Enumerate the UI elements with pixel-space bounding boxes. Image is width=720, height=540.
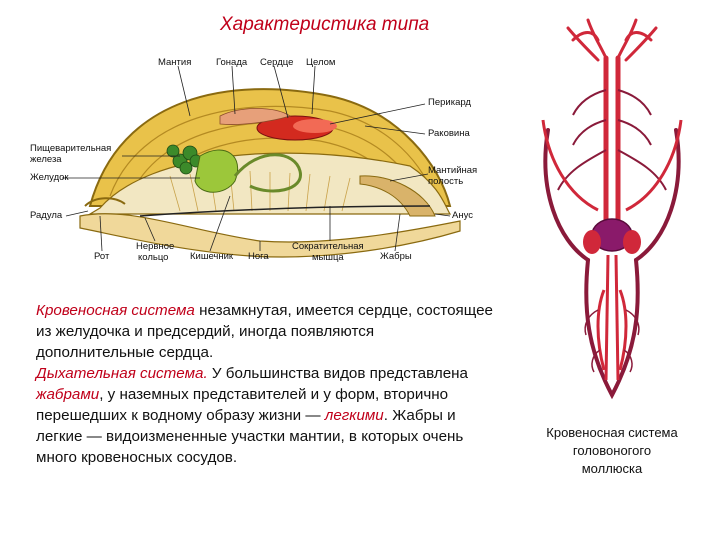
mollusk-anatomy-diagram: Мантия Гонада Сердце Целом Перикард Рако…	[30, 56, 485, 266]
label-digestive-gland-line2: железа	[30, 154, 62, 165]
label-mantle-cavity-line1: Мантийная	[428, 165, 478, 176]
intestine-shape	[233, 153, 302, 193]
label-muscle-line2: мышца	[312, 252, 344, 263]
term-gills: жабрами	[36, 386, 100, 403]
arm-vessels	[566, 18, 658, 62]
label-mouth: Рот	[94, 251, 110, 262]
text-respiratory-c: . Жабры и легкие — видоизмененные участк…	[36, 407, 464, 466]
term-lungs: легкими	[324, 407, 384, 424]
fin-vessels	[541, 119, 683, 212]
term-respiratory-system: Дыхательная система.	[36, 365, 208, 382]
text-respiratory-a: У большинства видов представлена	[207, 365, 468, 382]
label-mantle: Мантия	[158, 57, 192, 68]
label-gills: Жабры	[380, 251, 412, 262]
nerve-cord	[139, 205, 431, 217]
label-pericardium: Перикард	[428, 97, 471, 108]
page-title: Характеристика типа	[220, 14, 430, 35]
mouth-shape	[84, 197, 126, 207]
capillary-branches	[584, 309, 640, 373]
foot-shape	[79, 213, 461, 258]
branchial-heart-left	[583, 230, 601, 254]
cephalopod-vessels-drawing	[541, 18, 683, 400]
gonad-shape	[219, 108, 291, 125]
caption-line2: головоногого	[572, 443, 652, 458]
central-aorta	[603, 55, 621, 223]
label-mantle-cavity-line2: полость	[428, 176, 464, 187]
description-text: Кровеносная система незамкнутая, имеется…	[36, 300, 496, 468]
lower-vessels	[596, 254, 628, 381]
label-gonad: Гонада	[216, 57, 248, 68]
label-intestine: Кишечник	[190, 251, 234, 262]
label-nerve-ring-line1: Нервное	[136, 241, 175, 252]
term-circulatory-system: Кровеносная система	[36, 302, 195, 319]
text-circulatory: незамкнутая, имеется сердце, состоящее и…	[36, 302, 493, 361]
label-foot: Нога	[248, 251, 269, 262]
side-branches	[557, 89, 667, 191]
caption-line1: Кровеносная система	[546, 425, 678, 440]
pericardium-shape	[293, 119, 337, 133]
cephalopod-circulatory-diagram	[528, 10, 696, 410]
label-muscle-line1: Сократительная	[292, 241, 364, 252]
label-anus: Анус	[452, 210, 473, 221]
branchial-heart-right	[623, 230, 641, 254]
cephalopod-caption: Кровеносная система головоногого моллюск…	[524, 424, 700, 478]
text-respiratory-b: , у наземных представителей и у форм, вт…	[36, 386, 449, 424]
stomach-shape	[194, 149, 239, 193]
label-coelom: Целом	[306, 57, 336, 68]
label-leaders	[62, 65, 451, 252]
label-digestive-gland-line1: Пищеварительная	[30, 143, 112, 154]
label-stomach: Желудок	[30, 172, 69, 183]
label-nerve-ring-line2: кольцо	[138, 252, 169, 263]
caption-line3: моллюска	[581, 461, 643, 476]
mollusk-anatomy-drawing	[62, 65, 461, 258]
label-shell: Раковина	[428, 128, 470, 139]
body-outline	[543, 128, 681, 400]
label-heart: Сердце	[260, 57, 294, 68]
label-radula: Радула	[30, 210, 63, 221]
